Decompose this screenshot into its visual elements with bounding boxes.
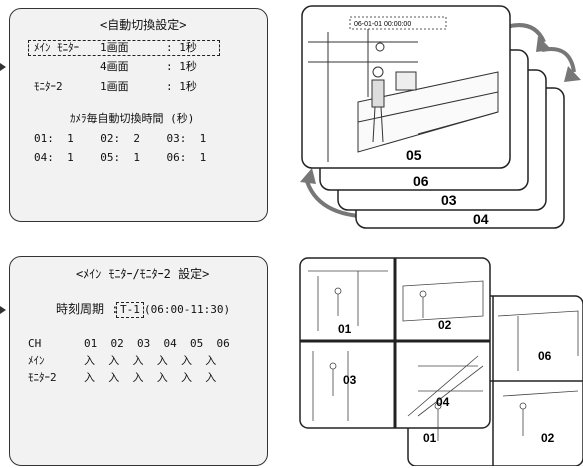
monitor2-mode[interactable]: 1画面	[100, 80, 129, 93]
ch-header: CH	[28, 337, 42, 350]
main-time-1[interactable]: : 1秒	[166, 41, 197, 54]
monitor2-row-label: ﾓﾆﾀｰ2	[28, 371, 57, 384]
pointer-arrow-icon	[0, 63, 6, 71]
quad-label: 02	[541, 431, 555, 445]
monitor2-time[interactable]: : 1秒	[166, 80, 197, 93]
period-label: 時刻周期 :	[56, 302, 119, 316]
main-monitor-label[interactable]: ﾒｲﾝ ﾓﾆﾀｰ	[34, 41, 80, 54]
main-row-label: ﾒｲﾝ	[28, 354, 45, 367]
quad-label: 04	[436, 395, 450, 409]
quad-label: 03	[343, 373, 357, 387]
quad-label: 06	[538, 349, 552, 363]
channel-numbers: 01 02 03 04 05 06	[84, 337, 230, 350]
period-value[interactable]: T-1	[120, 303, 140, 316]
auto-switch-settings-panel: <自動切換設定> ﾒｲﾝ ﾓﾆﾀｰ 1画面 : 1秒 4画面 : 1秒 ﾓﾆﾀｰ…	[9, 8, 268, 222]
quad-label: 02	[438, 318, 452, 332]
camera-switch-heading: ｶﾒﾗ毎自動切換時間 (秒)	[70, 112, 195, 125]
period-range: (06:00-11:30)	[144, 303, 231, 316]
camera-label-06: 06	[413, 173, 429, 189]
camera-stack-illustration: 06-01-01 00:00:00 05 06 03 04	[300, 5, 581, 229]
camera-label-04: 04	[473, 211, 489, 227]
quad-label: 01	[338, 322, 352, 336]
pointer-arrow-icon	[0, 306, 6, 314]
quad-view-illustration: 01 02 03 04 06 01 02	[299, 257, 583, 466]
monitor2-label[interactable]: ﾓﾆﾀｰ2	[34, 80, 63, 93]
camera-label-03: 03	[441, 192, 457, 208]
monitor2-row-values[interactable]: 入 入 入 入 入 入	[84, 371, 217, 384]
camera-time-row[interactable]: 04: 1 05: 1 06: 1	[34, 151, 207, 164]
main-mode-2[interactable]: 4画面	[100, 60, 129, 73]
main-monitor2-settings-panel: <ﾒｲﾝ ﾓﾆﾀｰ/ﾓﾆﾀｰ2 設定> 時刻周期 : T-1 (06:00-11…	[9, 256, 268, 466]
main-row-values[interactable]: 入 入 入 入 入 入	[84, 354, 217, 367]
timestamp-overlay: 06-01-01 00:00:00	[354, 21, 411, 28]
quad-label: 01	[423, 431, 437, 445]
camera-label-05: 05	[406, 147, 422, 163]
main-mode-1[interactable]: 1画面	[100, 41, 129, 54]
panel-title: <自動切換設定>	[100, 18, 187, 32]
selection-cursor	[28, 40, 220, 56]
camera-time-row[interactable]: 01: 1 02: 2 03: 1	[34, 132, 207, 145]
selection-cursor	[116, 302, 144, 318]
panel-title: <ﾒｲﾝ ﾓﾆﾀｰ/ﾓﾆﾀｰ2 設定>	[76, 267, 210, 281]
main-time-2[interactable]: : 1秒	[166, 60, 197, 73]
